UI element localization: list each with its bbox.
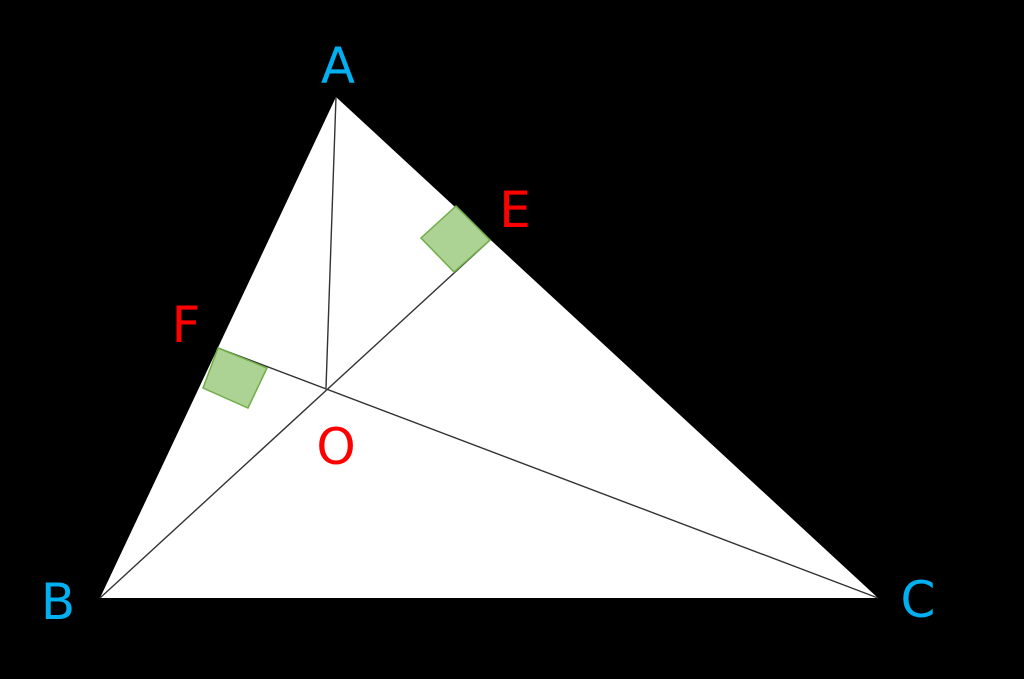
point-label-e: E — [499, 181, 531, 239]
vertex-label-c: C — [900, 571, 936, 629]
right-angle-marker-f — [202, 347, 269, 409]
triangle-abc — [100, 97, 878, 598]
vertex-label-a: A — [320, 37, 356, 95]
point-label-f: F — [171, 296, 201, 354]
vertex-label-b: B — [40, 573, 76, 631]
segment-a-o — [325, 96, 337, 389]
segment-c-f — [217, 347, 879, 599]
right-angle-marker-e — [419, 204, 492, 274]
segment-b-e — [99, 239, 491, 599]
point-label-o: O — [316, 418, 356, 476]
